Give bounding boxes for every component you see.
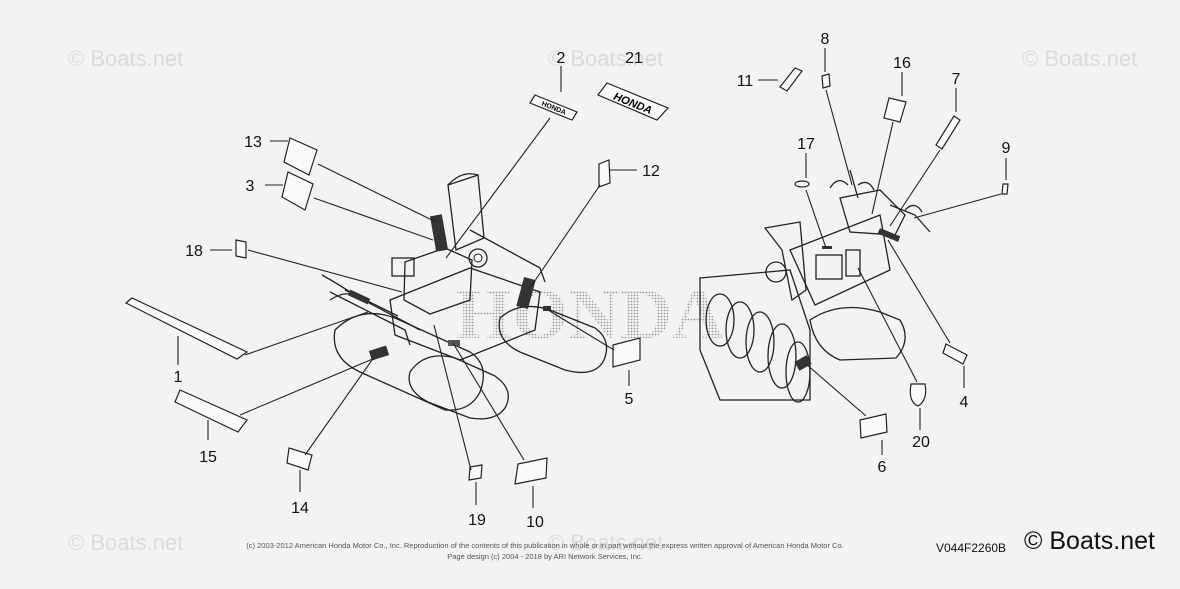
callout-14: 14 xyxy=(291,500,309,517)
part-18-decal xyxy=(235,239,247,259)
copyright-notice: (c) 2003-2012 American Honda Motor Co., … xyxy=(175,540,915,562)
part-16-decal xyxy=(883,97,907,123)
callout-6: 6 xyxy=(878,459,887,476)
callout-3: 3 xyxy=(246,178,255,195)
part-7-decal xyxy=(935,115,961,150)
part-2-decal xyxy=(529,94,578,121)
callout-7: 7 xyxy=(952,71,961,88)
watermark-bottom-left: © Boats.net xyxy=(68,530,184,555)
diagram-part-code: V044F2260B xyxy=(936,541,1007,555)
part-20-decal xyxy=(909,383,927,407)
callout-16: 16 xyxy=(893,55,911,72)
callout-9: 9 xyxy=(1002,140,1011,157)
callout-4: 4 xyxy=(960,394,969,411)
leader-lines xyxy=(177,48,1007,508)
part-11-decal xyxy=(779,67,803,92)
callout-5: 5 xyxy=(625,391,634,408)
callout-numbers: 1 2 3 4 5 6 7 8 9 10 11 12 13 14 15 16 1… xyxy=(174,31,1011,531)
callout-11: 11 xyxy=(737,73,754,90)
part-10-decal xyxy=(514,457,548,485)
part-15-decal xyxy=(174,389,248,433)
copyright-line-1: (c) 2003-2012 American Honda Motor Co., … xyxy=(246,541,844,550)
left-snowblower-illustration xyxy=(321,173,608,420)
callout-21: 21 xyxy=(625,50,643,67)
watermark-bottom-center: © Boats.net xyxy=(548,530,664,555)
part-12-decal xyxy=(598,159,611,188)
callout-1: 1 xyxy=(174,369,183,386)
callout-18: 18 xyxy=(185,243,203,260)
callout-13: 13 xyxy=(244,134,262,151)
part-3-decal xyxy=(281,171,314,211)
part-1-decal xyxy=(124,297,249,360)
part-9-decal xyxy=(1001,183,1009,195)
part-21-decal xyxy=(597,82,670,121)
callout-17: 17 xyxy=(797,136,815,153)
part-6-decal xyxy=(859,413,888,439)
callout-10: 10 xyxy=(526,514,544,531)
part-5-decal xyxy=(612,337,641,368)
copyright-line-2: Page design (c) 2004 - 2018 by ARI Netwo… xyxy=(447,552,643,561)
callout-12: 12 xyxy=(642,163,660,180)
part-17-decal xyxy=(794,180,810,188)
background-honda-logo: HONDA xyxy=(456,274,724,354)
callout-8: 8 xyxy=(821,31,830,48)
callout-19: 19 xyxy=(468,512,486,529)
part-19-decal xyxy=(468,464,483,481)
watermark-top-left: © Boats.net xyxy=(68,46,184,71)
part-4-decal xyxy=(942,343,968,365)
callout-2: 2 xyxy=(557,50,566,67)
decal-parts: HONDA HONDA xyxy=(124,67,1009,485)
part-8-decal xyxy=(821,73,831,89)
callout-15: 15 xyxy=(199,449,217,466)
right-snowblower-illustration xyxy=(699,169,931,403)
watermark-top-right: © Boats.net xyxy=(1022,46,1138,71)
callout-20: 20 xyxy=(912,434,930,451)
watermark-top-center: © Boats.net xyxy=(548,46,664,71)
brand-logo: © Boats.net xyxy=(1024,527,1155,555)
part-13-decal xyxy=(283,137,318,176)
